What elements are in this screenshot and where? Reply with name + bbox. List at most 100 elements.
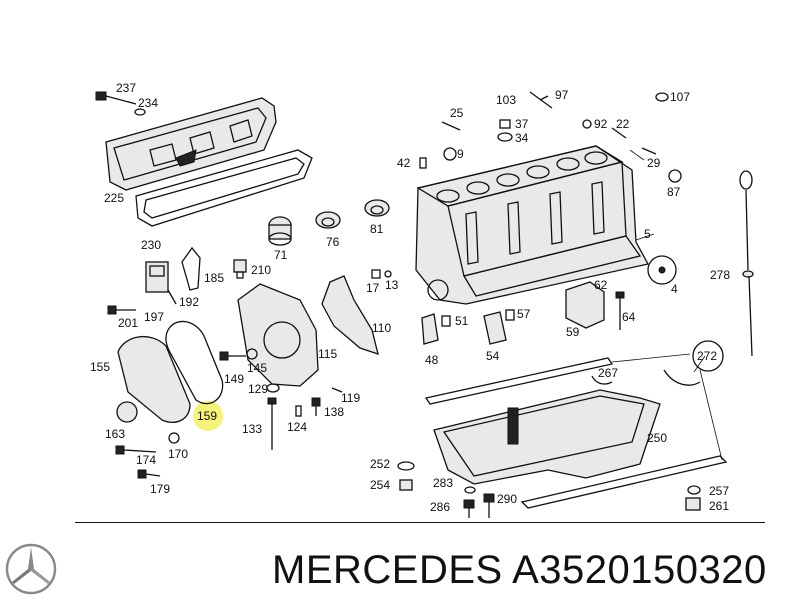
label-37: 37 — [515, 117, 529, 131]
label-119: 119 — [341, 391, 360, 405]
label-234: 234 — [138, 96, 158, 110]
bolt-201 — [107, 305, 136, 315]
label-76: 76 — [326, 235, 340, 249]
label-145: 145 — [247, 361, 267, 375]
timing-cover-115 — [237, 283, 319, 387]
seal-272 — [663, 369, 701, 386]
label-13: 13 — [385, 278, 399, 292]
plug-17-13 — [371, 269, 392, 279]
part-labels: 237 234 225 230 71 76 81 25 103 97 107 3… — [90, 81, 730, 514]
label-138: 138 — [324, 405, 344, 419]
bolt-149 — [219, 351, 246, 361]
label-210: 210 — [251, 263, 271, 277]
mercedes-star-icon — [5, 543, 57, 595]
bearing-76 — [315, 211, 341, 229]
bolt-286 — [463, 499, 475, 518]
bracket-185 — [181, 246, 201, 291]
label-71: 71 — [274, 248, 288, 262]
label-54: 54 — [486, 349, 500, 363]
label-170: 170 — [168, 447, 188, 461]
label-174: 174 — [136, 453, 156, 467]
washer-234 — [134, 108, 146, 116]
bearing-81 — [364, 199, 390, 217]
gasket-230 — [135, 149, 313, 227]
label-197: 197 — [144, 310, 164, 324]
cap-54 — [483, 311, 507, 345]
pin-22 — [611, 127, 627, 139]
label-57: 57 — [517, 307, 531, 321]
plug-257-261 — [685, 485, 701, 511]
label-124: 124 — [287, 420, 307, 434]
leader-lines — [611, 149, 723, 461]
bolt-174 — [115, 445, 157, 455]
label-290: 290 — [497, 492, 517, 506]
label-22: 22 — [616, 117, 630, 131]
label-110: 110 — [372, 321, 391, 335]
label-103: 103 — [496, 93, 516, 107]
label-250: 250 — [647, 431, 667, 445]
chain-159 — [165, 320, 224, 405]
label-59: 59 — [566, 325, 580, 339]
pin-124 — [295, 405, 302, 417]
pin-119 — [331, 387, 343, 393]
bolt-237 — [95, 91, 137, 105]
label-92: 92 — [594, 117, 608, 131]
valve-cover — [105, 97, 277, 191]
label-25: 25 — [450, 106, 464, 120]
label-62: 62 — [594, 278, 608, 292]
nut-37 — [499, 119, 511, 129]
clip-107 — [655, 92, 669, 102]
pump-197 — [145, 261, 177, 305]
label-115: 115 — [318, 347, 337, 361]
label-51: 51 — [455, 314, 469, 328]
bolt-138 — [311, 397, 321, 416]
plug-254 — [399, 479, 413, 491]
label-179: 179 — [150, 482, 170, 496]
label-42: 42 — [397, 156, 411, 170]
label-278: 278 — [710, 268, 730, 282]
bolt-64 — [615, 291, 625, 330]
label-192: 192 — [179, 295, 199, 309]
label-29: 29 — [647, 156, 661, 170]
label-34: 34 — [515, 131, 529, 145]
label-286: 286 — [430, 500, 450, 514]
lever-97 — [529, 91, 553, 109]
label-230: 230 — [141, 238, 161, 252]
label-81: 81 — [370, 222, 384, 236]
label-163: 163 — [105, 427, 125, 441]
label-254: 254 — [370, 478, 390, 492]
cap-62 — [565, 281, 605, 329]
engine-block — [415, 145, 649, 305]
label-129: 129 — [248, 382, 268, 396]
cap-48 — [421, 313, 439, 345]
pin-29 — [641, 147, 657, 155]
label-97: 97 — [555, 88, 569, 102]
washer-170 — [168, 432, 180, 444]
bolt-283 — [464, 486, 476, 494]
label-257: 257 — [709, 484, 729, 498]
label-5: 5 — [644, 227, 651, 241]
bolt-133 — [267, 397, 277, 450]
shell-57 — [505, 309, 515, 321]
dipstick-278 — [739, 170, 754, 357]
label-237: 237 — [116, 81, 136, 95]
pin-25 — [441, 121, 461, 131]
label-64: 64 — [622, 310, 636, 324]
label-159: 159 — [197, 409, 217, 423]
gasket-strip-272a — [424, 357, 614, 405]
label-17: 17 — [366, 281, 380, 295]
seal-163 — [116, 401, 138, 423]
bolt-179 — [137, 469, 161, 479]
callout-272 — [692, 340, 724, 372]
label-225: 225 — [104, 191, 124, 205]
washer-129 — [266, 383, 280, 393]
pulley-4 — [647, 255, 677, 285]
brand-part-number: MERCEDES A3520150320 — [272, 548, 767, 592]
label-133: 133 — [242, 422, 262, 436]
shell-51 — [441, 315, 451, 327]
label-9: 9 — [457, 147, 464, 161]
gasket-strip-272b — [520, 455, 728, 509]
label-107: 107 — [670, 90, 690, 104]
oil-pan-250 — [433, 389, 661, 485]
